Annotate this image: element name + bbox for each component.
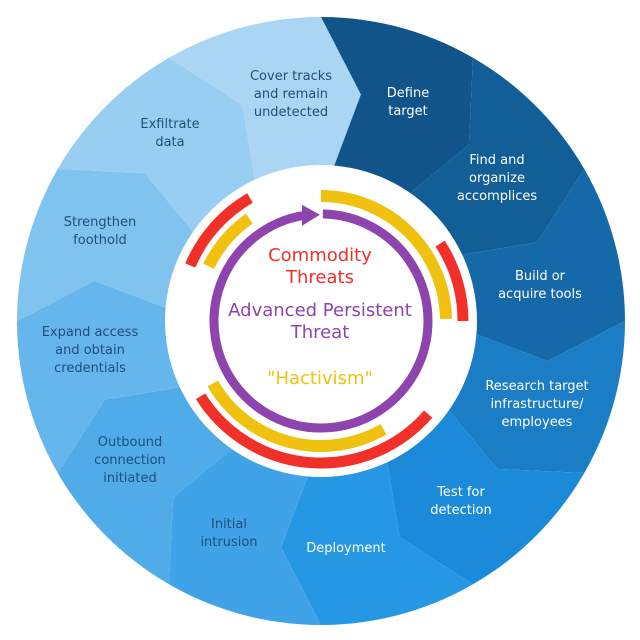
stage-label: Deployment (306, 541, 386, 556)
commodity-arc (195, 393, 433, 469)
commodity-arc (435, 240, 469, 322)
stage-segment (381, 57, 585, 262)
apt-arrowhead-icon (301, 204, 320, 226)
stage-segment (57, 381, 262, 585)
threat-arcs (185, 190, 469, 469)
hactivism-arc (207, 380, 387, 452)
hactivism-label: "Hactivism" (267, 368, 373, 389)
stage-segment (57, 57, 262, 262)
stage-segment (169, 424, 321, 625)
commodity-arc (185, 193, 253, 268)
stage-segment (381, 381, 585, 585)
stage-segment (17, 169, 218, 321)
stage-segment (321, 17, 473, 218)
stage-segment (424, 321, 625, 473)
hactivism-arc (320, 190, 452, 319)
stage-segments (17, 17, 625, 625)
apt-cycle-arc (209, 209, 433, 433)
hactivism-arc (203, 213, 253, 269)
